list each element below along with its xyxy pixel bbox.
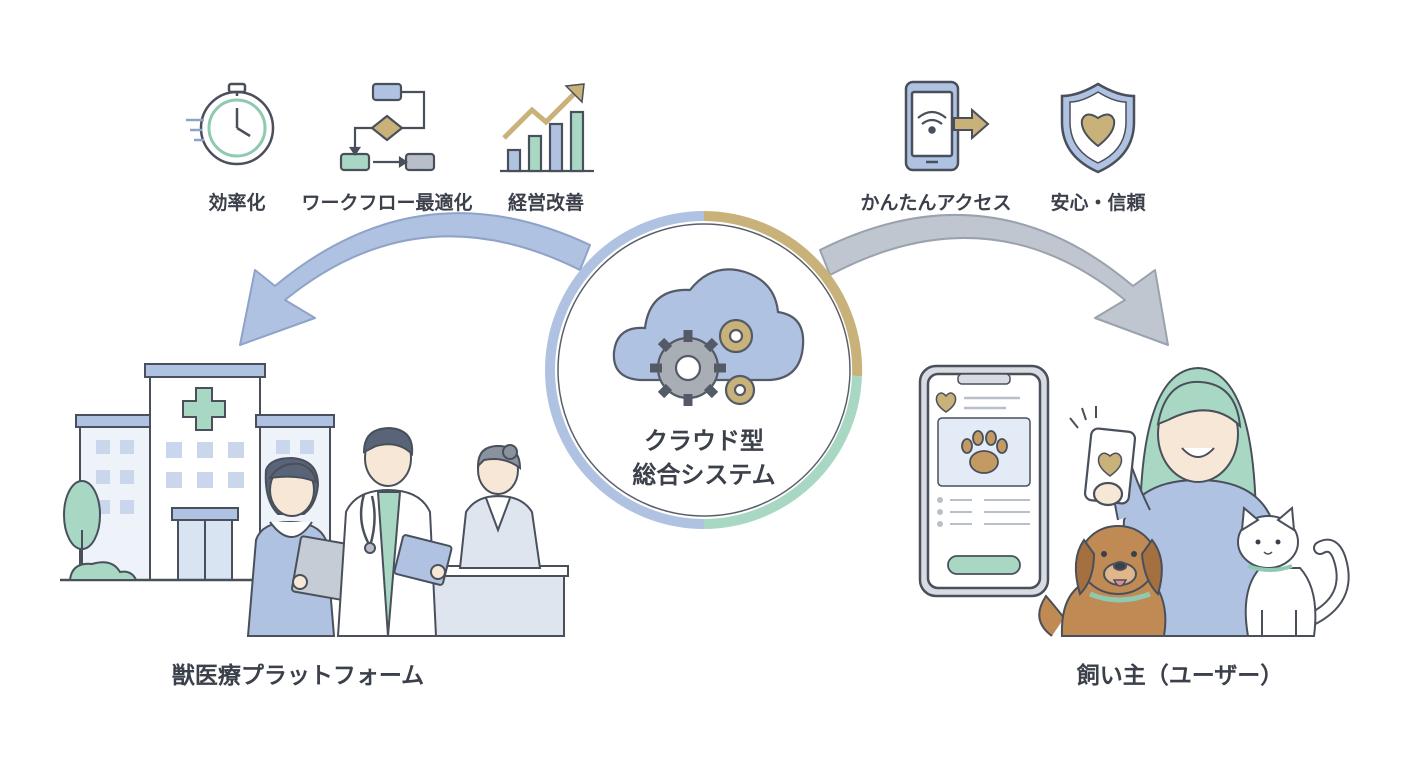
paw-icon (961, 430, 1008, 474)
doctor-figure (336, 426, 453, 637)
center-title: クラウド型 総合システム (632, 424, 775, 492)
receptionist-figure (458, 444, 542, 569)
feature-label-efficiency: 効率化 (208, 192, 266, 214)
held-phone (1069, 406, 1137, 507)
feature-label-access: かんたんアクセス (860, 192, 1012, 214)
nurse-figure (246, 456, 353, 637)
feature-label-management: 経営改善 (507, 192, 585, 214)
shield-heart-icon (1060, 82, 1136, 174)
tree (63, 480, 138, 581)
center-title-line2: 総合システム (632, 461, 776, 489)
phone-access-icon (904, 80, 990, 172)
right-arrow (819, 213, 1169, 346)
growth-chart-icon (500, 83, 594, 173)
center-title-line1: クラウド型 (644, 427, 764, 455)
dog-figure (1038, 525, 1167, 637)
left-arrow (239, 212, 591, 346)
stopwatch-icon (186, 82, 275, 166)
feature-label-trust: 安心・信頼 (1050, 192, 1146, 214)
right-group-label: 飼い主（ユーザー） (1076, 663, 1284, 689)
cat-figure (1237, 505, 1350, 637)
feature-label-workflow: ワークフロー最適化 (301, 192, 473, 214)
left-group-label: 獣医療プラットフォーム (171, 663, 425, 689)
app-phone (918, 364, 1050, 598)
flowchart-icon (339, 82, 436, 172)
cloud-gears-icon (612, 268, 805, 406)
